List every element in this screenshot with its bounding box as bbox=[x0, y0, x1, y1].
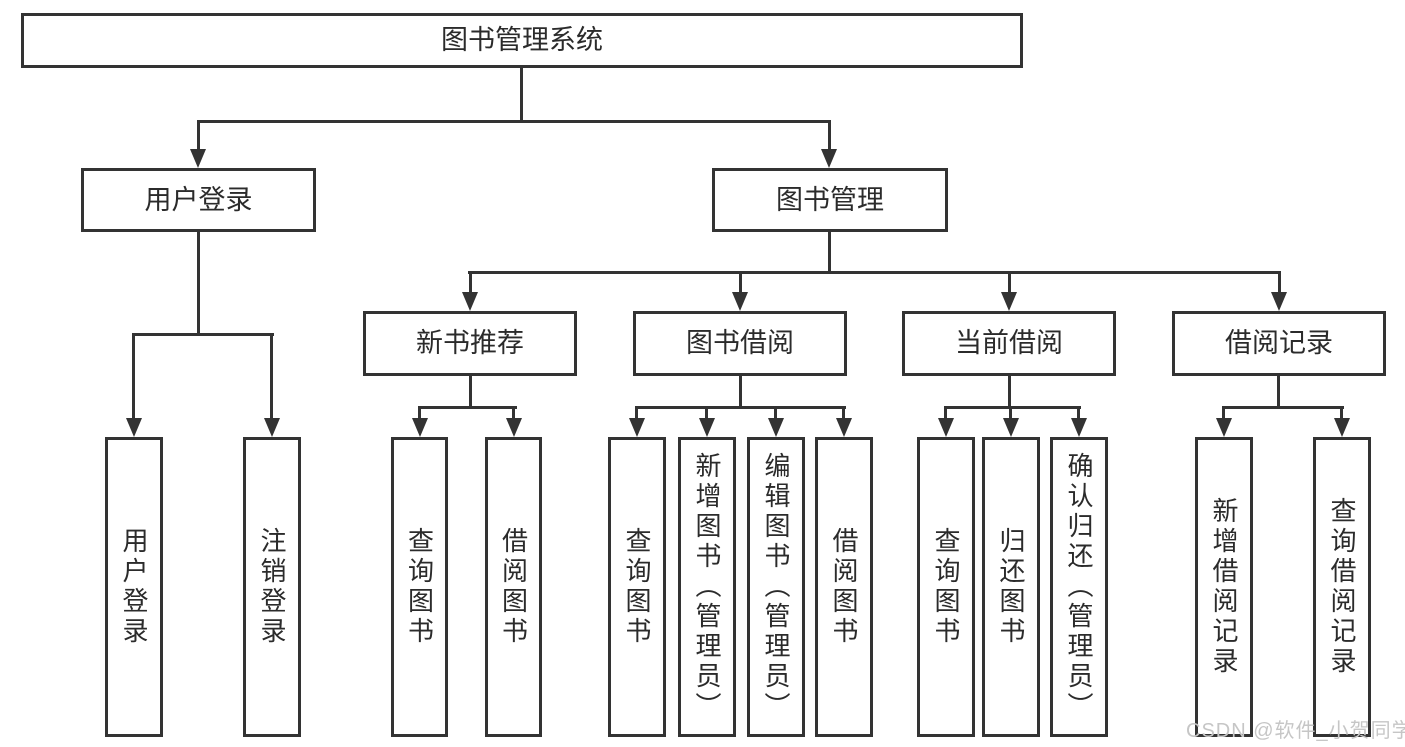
node-leaf-query-borrow-record-label: 查询借阅记录 bbox=[1327, 497, 1357, 677]
csdn-watermark: CSDN @软件_小贺同学 bbox=[1186, 720, 1405, 742]
arrow-down-icon bbox=[629, 418, 645, 437]
connector-line bbox=[469, 376, 472, 407]
node-leaf-edit-book-admin: 编辑图书（管理员） bbox=[747, 437, 805, 737]
node-leaf-borrow-book-label: 借阅图书 bbox=[829, 527, 859, 647]
connector-line bbox=[270, 333, 273, 419]
connector-line bbox=[944, 406, 1081, 409]
arrow-down-icon bbox=[1001, 292, 1017, 311]
node-leaf-add-book-admin-label: 新增图书（管理员） bbox=[692, 452, 722, 722]
connector-line bbox=[842, 406, 845, 420]
node-leaf-add-borrow-record: 新增借阅记录 bbox=[1195, 437, 1253, 737]
arrow-down-icon bbox=[462, 292, 478, 311]
node-borrow-record: 借阅记录 bbox=[1172, 311, 1386, 376]
connector-line bbox=[635, 406, 638, 420]
node-book-borrow-label: 图书借阅 bbox=[686, 328, 794, 358]
arrow-down-icon bbox=[821, 149, 837, 168]
connector-line bbox=[1008, 376, 1011, 407]
connector-line bbox=[520, 68, 523, 123]
node-leaf-logout-label: 注销登录 bbox=[257, 527, 287, 647]
connector-line bbox=[132, 333, 274, 336]
arrow-down-icon bbox=[1071, 418, 1087, 437]
arrow-down-icon bbox=[699, 418, 715, 437]
connector-line bbox=[1077, 406, 1080, 420]
node-leaf-logout: 注销登录 bbox=[243, 437, 301, 737]
arrow-down-icon bbox=[412, 418, 428, 437]
connector-line bbox=[1278, 271, 1281, 293]
connector-line bbox=[418, 406, 517, 409]
connector-line bbox=[1340, 406, 1343, 420]
connector-line bbox=[468, 271, 1281, 274]
connector-line bbox=[739, 271, 742, 293]
node-leaf-recommend-borrow-book: 借阅图书 bbox=[485, 437, 542, 737]
node-leaf-recommend-query-book: 查询图书 bbox=[391, 437, 448, 737]
node-leaf-user-login-label: 用户登录 bbox=[119, 527, 149, 647]
arrow-down-icon bbox=[768, 418, 784, 437]
arrow-down-icon bbox=[836, 418, 852, 437]
node-user-login-label: 用户登录 bbox=[144, 184, 253, 215]
node-new-book-recommend: 新书推荐 bbox=[363, 311, 577, 376]
node-leaf-recommend-query-book-label: 查询图书 bbox=[404, 527, 435, 647]
node-new-book-recommend-label: 新书推荐 bbox=[416, 328, 524, 358]
node-leaf-query-borrow-record: 查询借阅记录 bbox=[1313, 437, 1371, 737]
node-leaf-return-book: 归还图书 bbox=[982, 437, 1040, 737]
node-root-label: 图书管理系统 bbox=[441, 25, 603, 55]
arrow-down-icon bbox=[732, 292, 748, 311]
arrow-down-icon bbox=[264, 418, 280, 437]
node-leaf-recommend-borrow-book-label: 借阅图书 bbox=[498, 527, 529, 647]
connector-line bbox=[1009, 406, 1012, 420]
connector-line bbox=[944, 406, 947, 420]
node-book-borrow: 图书借阅 bbox=[633, 311, 847, 376]
arrow-down-icon bbox=[938, 418, 954, 437]
connector-line bbox=[1008, 271, 1011, 293]
connector-line bbox=[469, 271, 472, 293]
connector-line bbox=[828, 120, 831, 152]
node-leaf-return-book-label: 归还图书 bbox=[996, 527, 1026, 647]
node-leaf-confirm-return-admin-label: 确认归还（管理员） bbox=[1064, 452, 1094, 722]
connector-line bbox=[635, 406, 846, 409]
node-leaf-current-query-book-label: 查询图书 bbox=[931, 527, 961, 647]
connector-line bbox=[739, 376, 742, 407]
connector-line bbox=[1222, 406, 1225, 420]
node-borrow-record-label: 借阅记录 bbox=[1225, 328, 1333, 358]
arrow-down-icon bbox=[1334, 418, 1350, 437]
node-current-borrow: 当前借阅 bbox=[902, 311, 1116, 376]
node-book-management-label: 图书管理 bbox=[776, 184, 884, 215]
arrow-down-icon bbox=[1271, 292, 1287, 311]
node-leaf-edit-book-admin-label: 编辑图书（管理员） bbox=[761, 452, 791, 722]
arrow-down-icon bbox=[190, 149, 206, 168]
node-leaf-borrow-book: 借阅图书 bbox=[815, 437, 873, 737]
node-leaf-user-login: 用户登录 bbox=[105, 437, 163, 737]
connector-line bbox=[197, 232, 200, 335]
arrow-down-icon bbox=[1003, 418, 1019, 437]
node-leaf-current-query-book: 查询图书 bbox=[917, 437, 975, 737]
connector-line bbox=[1222, 406, 1344, 409]
connector-line bbox=[197, 120, 831, 123]
connector-line bbox=[512, 406, 515, 420]
connector-line bbox=[418, 406, 421, 420]
connector-line bbox=[197, 120, 200, 152]
connector-line bbox=[132, 333, 135, 419]
node-leaf-borrow-query-book: 查询图书 bbox=[608, 437, 666, 737]
node-user-login: 用户登录 bbox=[81, 168, 316, 232]
node-root: 图书管理系统 bbox=[21, 13, 1023, 68]
connector-line bbox=[828, 232, 831, 274]
arrow-down-icon bbox=[506, 418, 522, 437]
node-book-management: 图书管理 bbox=[712, 168, 948, 232]
node-leaf-add-book-admin: 新增图书（管理员） bbox=[678, 437, 736, 737]
arrow-down-icon bbox=[126, 418, 142, 437]
arrow-down-icon bbox=[1216, 418, 1232, 437]
connector-line bbox=[774, 406, 777, 420]
connector-line bbox=[1277, 376, 1280, 407]
connector-line bbox=[705, 406, 708, 420]
node-current-borrow-label: 当前借阅 bbox=[955, 328, 1063, 358]
node-leaf-add-borrow-record-label: 新增借阅记录 bbox=[1209, 497, 1239, 677]
node-leaf-borrow-query-book-label: 查询图书 bbox=[622, 527, 652, 647]
node-leaf-confirm-return-admin: 确认归还（管理员） bbox=[1050, 437, 1108, 737]
